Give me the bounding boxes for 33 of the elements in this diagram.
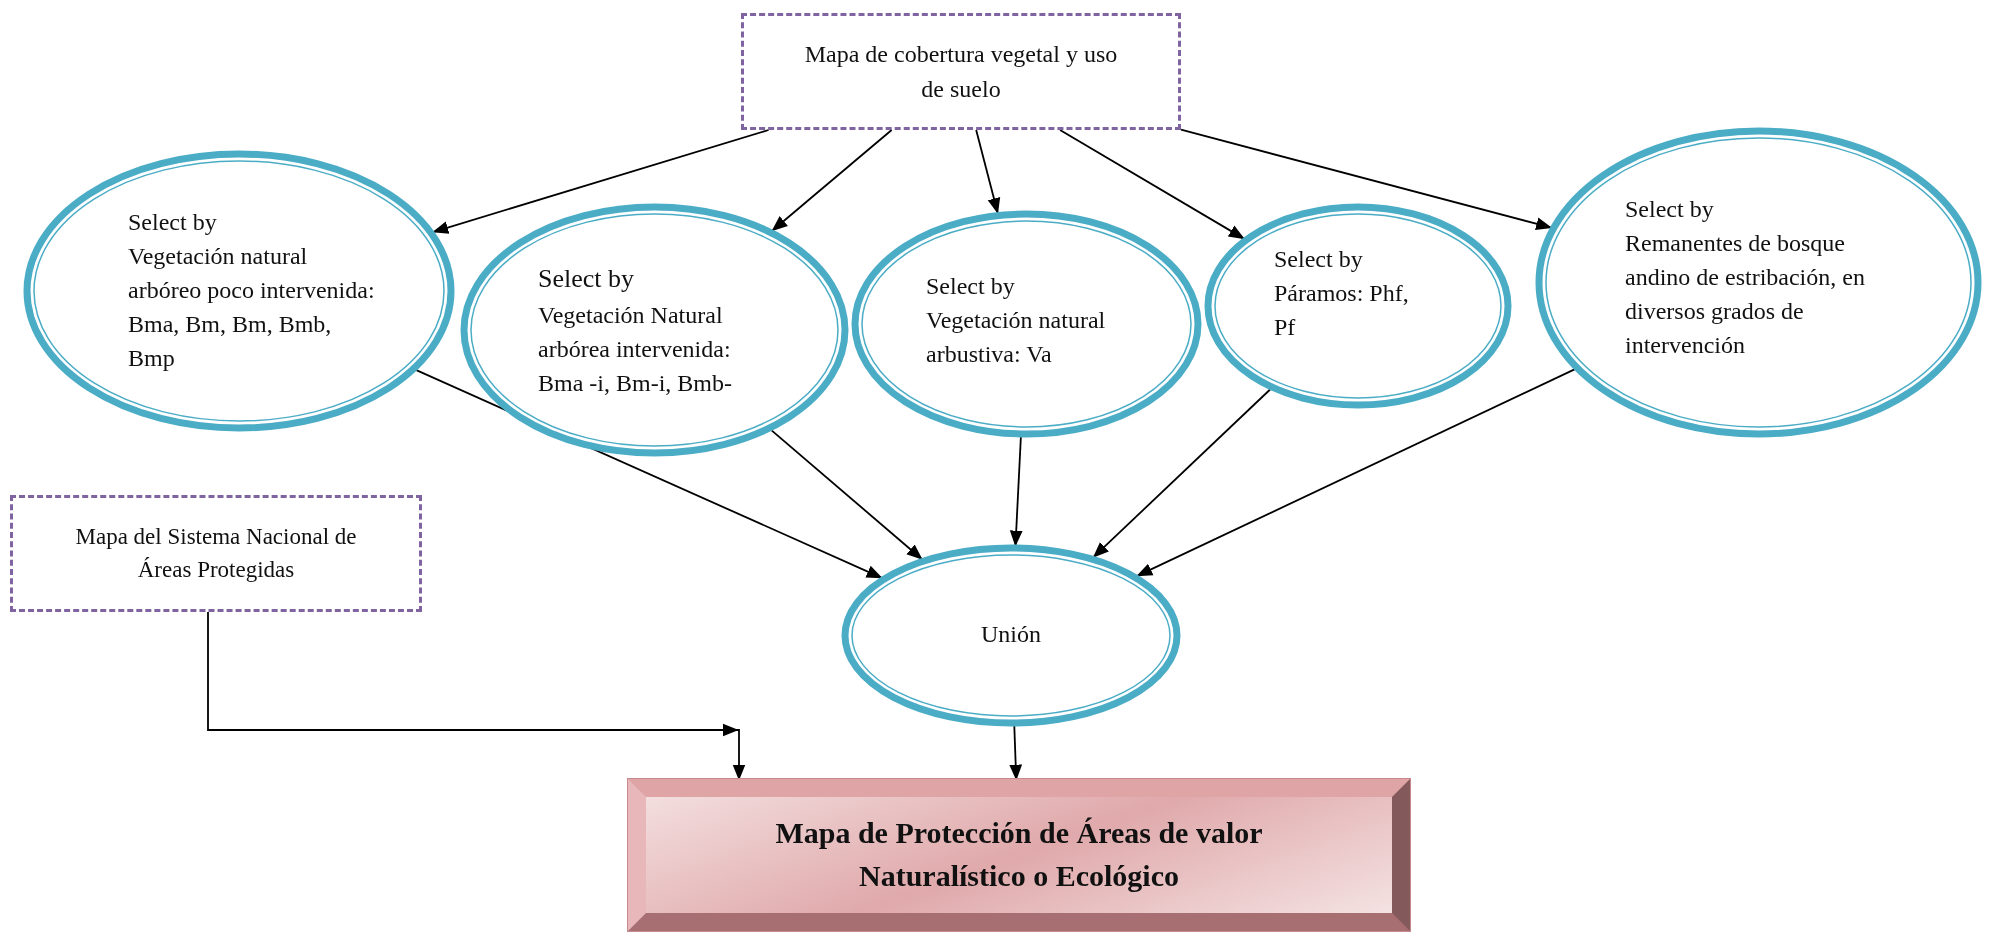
- node-text: Vegetación natural arbustiva: Va: [926, 305, 1107, 370]
- double-ellipse: [851, 210, 1202, 438]
- node-text: Select by: [128, 207, 218, 237]
- dashed-box: [10, 495, 422, 612]
- arrow: [770, 429, 923, 560]
- arrow: [1092, 388, 1271, 558]
- double-ellipse: [841, 544, 1181, 727]
- arrow: [432, 129, 770, 234]
- node-text: Select by: [926, 271, 1016, 301]
- node-text: Unión: [980, 619, 1042, 649]
- node-text: Mapa del Sistema Nacional de Áreas Protegidas: [74, 522, 358, 584]
- node-text: Mapa de Protección de Áreas de valor Naturalístico o Ecológico: [774, 815, 1264, 894]
- arrow: [207, 611, 746, 781]
- dashed-box: [741, 13, 1181, 130]
- arrow: [1009, 436, 1023, 547]
- node-text: Vegetación natural arbóreo poco intervenida: Bma, Bm, Bm, Bmb, Bmp: [128, 241, 376, 374]
- arrow: [1136, 368, 1576, 577]
- node-text: Mapa de cobertura vegetal y uso de suelo: [804, 40, 1118, 104]
- node-text: Vegetación Natural arbórea intervenida: Bma -i, Bm-i, Bmb-: [538, 300, 733, 398]
- beveled-box: [628, 779, 1410, 931]
- node-text: Select by: [1274, 244, 1364, 274]
- arrow: [1009, 725, 1023, 781]
- node-text: Remanentes de bosque andino de estribación, en diversos grados de intervención: [1625, 228, 1866, 361]
- double-ellipse: [460, 203, 849, 457]
- arrow: [771, 129, 893, 232]
- node-text: Select by: [538, 262, 636, 295]
- double-ellipse: [1204, 203, 1512, 409]
- node-text: Páramos: Phf, Pf: [1274, 278, 1410, 343]
- node-text: Select by: [1625, 194, 1715, 224]
- double-ellipse: [1535, 127, 1982, 438]
- double-ellipse: [23, 150, 455, 432]
- arrow: [1180, 128, 1553, 230]
- arrow: [1059, 129, 1245, 240]
